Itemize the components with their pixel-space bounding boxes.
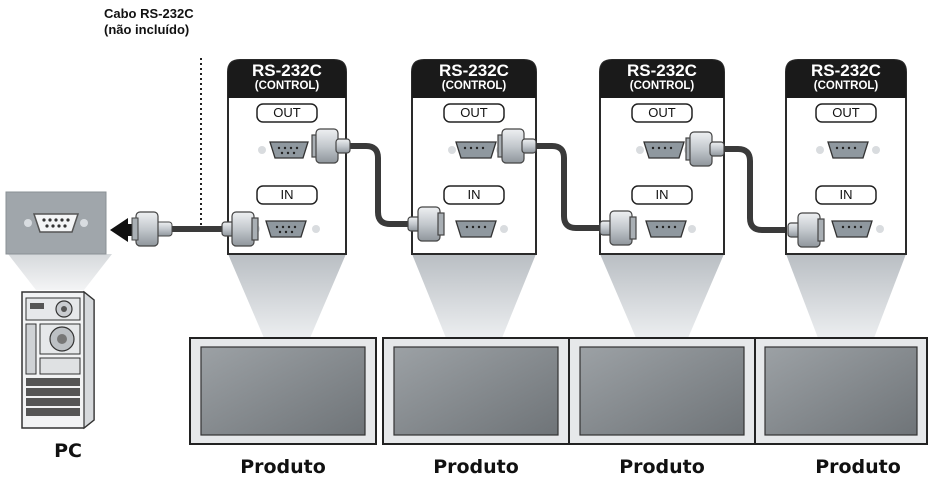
out-label: OUT bbox=[273, 105, 301, 120]
in-label: IN bbox=[280, 187, 294, 202]
db9-port-icon bbox=[455, 141, 497, 159]
panel-subtitle-text: (CONTROL) bbox=[629, 80, 695, 92]
pc-plug-connector bbox=[131, 211, 173, 247]
pc-tower-icon bbox=[21, 290, 95, 430]
panel-title-text: RS-232C bbox=[627, 61, 697, 80]
panel-2-title: RS-232C (CONTROL) bbox=[414, 61, 534, 93]
product-label-1: Produto bbox=[240, 456, 326, 478]
beam-1 bbox=[228, 254, 346, 338]
cable-product-3-to-4 bbox=[721, 146, 793, 233]
tv-1 bbox=[189, 337, 377, 445]
plug-in-panel-4 bbox=[787, 212, 825, 248]
db9-port-icon bbox=[831, 220, 873, 238]
out-label: OUT bbox=[832, 105, 860, 120]
panel-title-text: RS-232C bbox=[439, 61, 509, 80]
plug-in-panel-1 bbox=[221, 211, 259, 247]
db9-port-icon bbox=[269, 141, 309, 159]
beam-4 bbox=[786, 254, 906, 338]
arrow-left-icon bbox=[110, 218, 136, 242]
plug-connectors bbox=[221, 128, 825, 248]
product-label-4: Produto bbox=[815, 456, 901, 478]
in-label: IN bbox=[655, 187, 669, 202]
db9-port-icon bbox=[827, 141, 869, 159]
panel-title-text: RS-232C bbox=[811, 61, 881, 80]
panel-4-title: RS-232C (CONTROL) bbox=[786, 61, 906, 93]
panel-beams bbox=[228, 254, 906, 338]
in-label: IN bbox=[467, 187, 481, 202]
beam-2 bbox=[412, 254, 536, 338]
tv-3 bbox=[568, 337, 756, 445]
beam-3 bbox=[600, 254, 724, 338]
in-label: IN bbox=[839, 187, 853, 202]
out-label: OUT bbox=[460, 105, 488, 120]
panel-1-title: RS-232C (CONTROL) bbox=[227, 61, 347, 93]
out-label: OUT bbox=[648, 105, 676, 120]
db9-port-icon bbox=[643, 141, 685, 159]
cable-product-2-to-3 bbox=[533, 143, 607, 231]
db9-port-icon bbox=[455, 220, 497, 238]
cable-label-line-2: (não incluído) bbox=[104, 22, 190, 37]
port-label-boxes bbox=[256, 103, 877, 205]
product-label-2: Produto bbox=[433, 456, 519, 478]
pc-port-panel bbox=[5, 191, 112, 290]
cable-label: Cabo RS-232C (não incluído) bbox=[104, 6, 194, 38]
plug-in-panel-2 bbox=[407, 206, 445, 242]
panel-subtitle-text: (CONTROL) bbox=[441, 80, 507, 92]
plug-in-panel-3 bbox=[599, 210, 637, 246]
tv-2 bbox=[382, 337, 570, 445]
product-tvs bbox=[189, 337, 928, 445]
cables bbox=[165, 143, 793, 233]
db9-port-icon bbox=[645, 220, 687, 238]
plug-out-panel-1 bbox=[311, 128, 351, 164]
panel-subtitle-text: (CONTROL) bbox=[813, 80, 879, 92]
panel-subtitle-text: (CONTROL) bbox=[254, 80, 320, 92]
product-label-3: Produto bbox=[619, 456, 705, 478]
pc-label: PC bbox=[54, 440, 82, 462]
tv-4 bbox=[754, 337, 928, 445]
plug-out-panel-3 bbox=[685, 131, 725, 167]
cable-label-line-1: Cabo RS-232C bbox=[104, 6, 194, 21]
panel-title-text: RS-232C bbox=[252, 61, 322, 80]
cable-product-1-to-2 bbox=[345, 143, 415, 227]
panel-3-title: RS-232C (CONTROL) bbox=[602, 61, 722, 93]
db9-port-icon bbox=[265, 220, 307, 238]
plug-out-panel-2 bbox=[497, 128, 537, 164]
